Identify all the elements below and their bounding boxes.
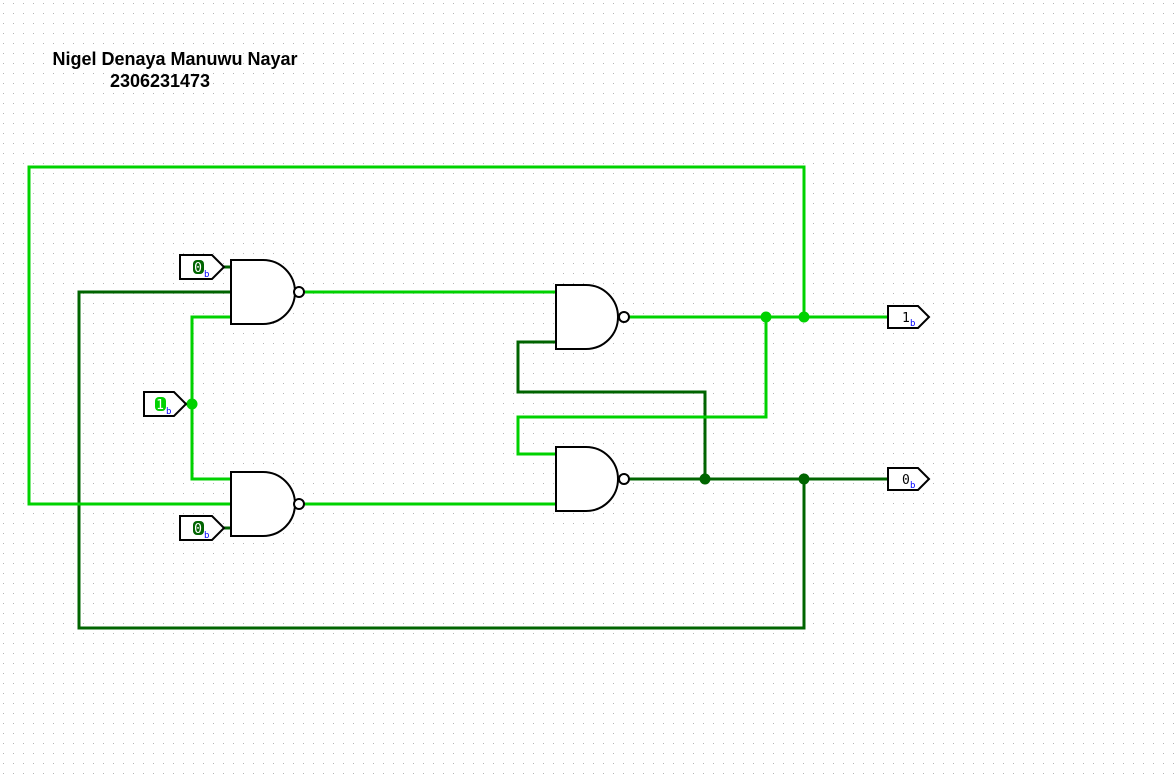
pin-value: 1 [156,398,164,413]
pin-radix: b [204,270,209,280]
pin-value-bg [193,260,204,274]
input-pin-bottom[interactable]: 0 b [179,515,226,541]
nand-gate-3[interactable] [555,284,630,350]
nand-bubble [618,473,630,485]
pin-radix: b [910,481,915,491]
nand-bubble [293,498,305,510]
pin-value: 0 [194,261,202,276]
junction-dot [798,473,810,485]
junction-dot [699,473,711,485]
nand-body [230,259,296,325]
pin-value: 0 [194,522,202,537]
junctions [186,311,810,485]
nand-body [555,284,619,350]
wire-in-mid-to-nand1[interactable] [190,315,231,481]
nand-gate-4[interactable] [555,446,630,512]
input-pin-mid[interactable]: 1 b [143,391,188,417]
nand-gate-1[interactable] [230,259,305,325]
wire-feedback-q-to-nand2[interactable] [27,165,806,506]
pin-body [887,305,931,329]
output-pin-q[interactable]: 1 b [887,305,931,329]
wires-high [27,165,888,506]
pin-value-bg [193,521,204,535]
pin-radix: b [204,531,209,541]
wire-qbar-to-nand3[interactable] [516,340,707,479]
input-pin-top[interactable]: 0 b [179,254,226,280]
wire-q-to-nand4[interactable] [516,317,768,456]
nand-body [230,471,296,537]
nand-gate-2[interactable] [230,471,305,537]
pin-radix: b [910,319,915,329]
output-pin-qbar[interactable]: 0 b [887,467,931,491]
pin-value: 0 [902,473,910,488]
pin-value-bg [155,397,166,411]
nand-bubble [293,286,305,298]
junction-dot [186,398,198,410]
wire-feedback-qbar-to-nand1[interactable] [77,290,806,630]
nand-bubble [618,311,630,323]
pin-body [887,467,931,491]
student-id: 2306231473 [110,71,210,91]
pin-radix: b [166,407,171,417]
junction-dot [760,311,772,323]
author-name: Nigel Denaya Manuwu Nayar [52,49,297,69]
wires-low [77,265,888,630]
pin-value: 1 [902,311,910,326]
junction-dot [798,311,810,323]
nand-body [555,446,619,512]
